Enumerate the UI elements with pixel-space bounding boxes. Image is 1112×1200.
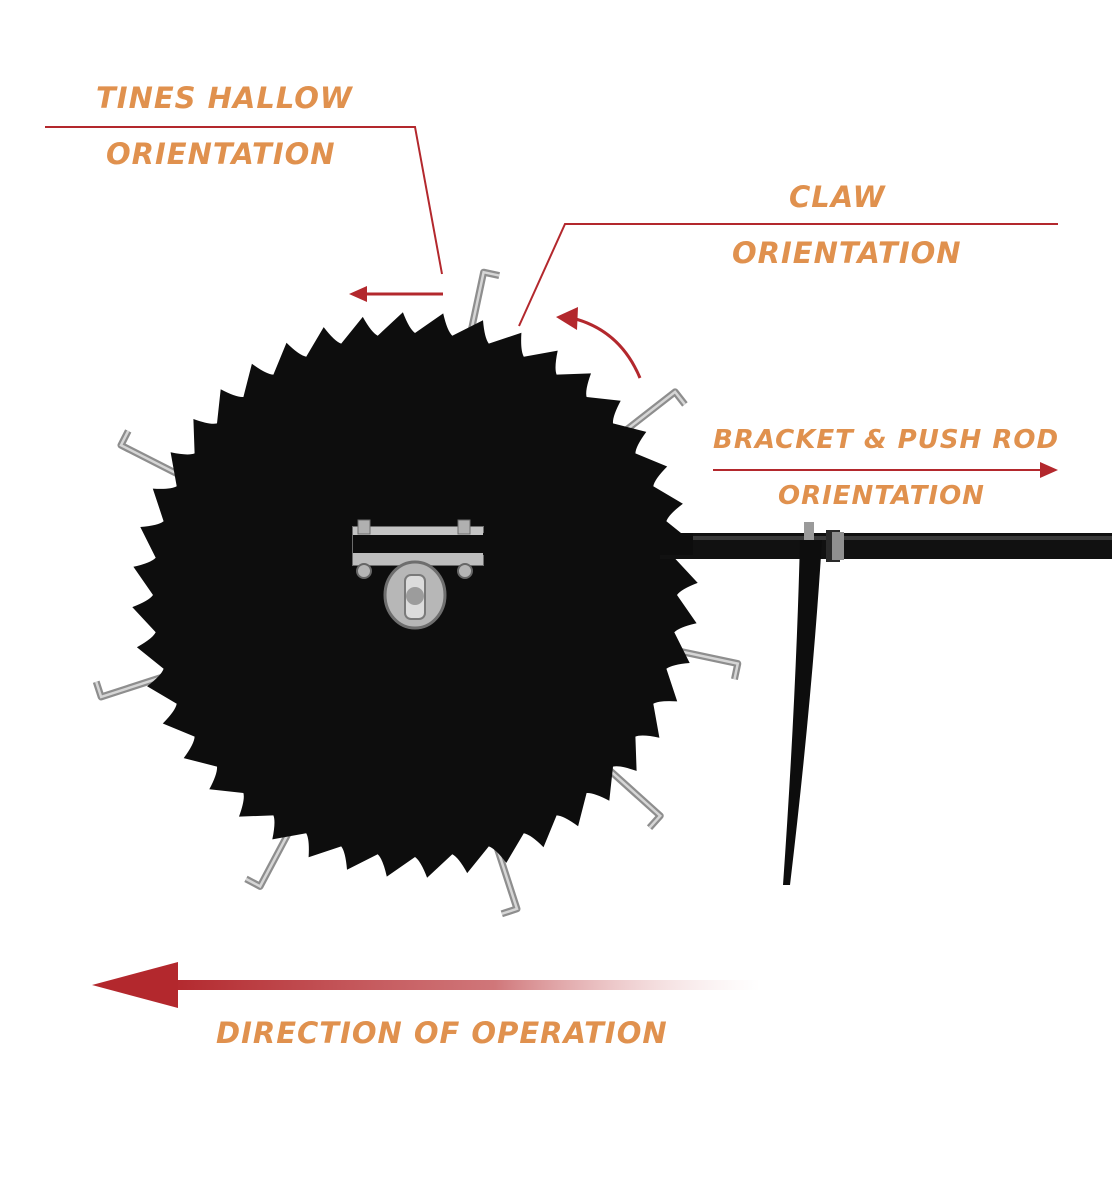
direction-arrow-icon [92,962,178,1008]
claw-label-line2: ORIENTATION [732,236,962,270]
right-arrow-icon [1040,462,1058,478]
claw-leader-line [518,223,1058,327]
push-rod [660,530,1112,562]
direction-label: DIRECTION OF OPERATION [216,1016,668,1050]
claw-label-line1: CLAW [789,180,886,214]
tines-label-line2: ORIENTATION [106,137,336,171]
bracket [352,519,693,630]
annotation-lines [45,126,1058,327]
bracket-label-line1: BRACKET & PUSH ROD [713,425,1060,455]
tines-label-line1: TINES HALLOW [96,81,353,115]
rotation-arrows [349,286,1058,478]
claw [783,522,822,885]
curved-arrow-icon [556,307,578,330]
left-arrow-icon [349,286,367,302]
direction-arrow [92,962,760,1008]
bracket-label-line2: ORIENTATION [778,481,985,511]
tine-highlight-7 [592,754,663,829]
tines-leader-line [45,126,443,275]
